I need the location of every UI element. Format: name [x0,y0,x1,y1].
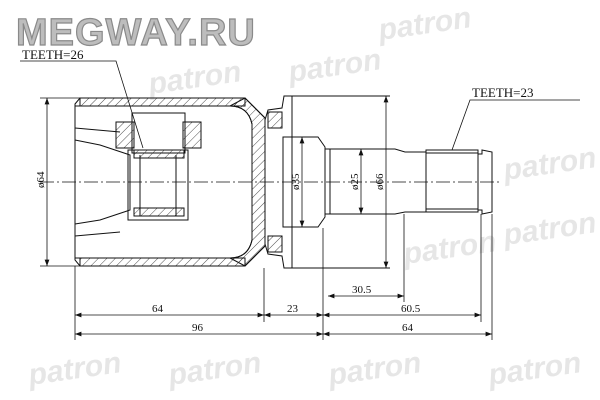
watermarks: patron patron patron patron patron patro… [25,1,598,392]
dim-overall-left: 96 [192,322,204,334]
diameter-dimensions [40,96,389,268]
teeth-left-label: TEETH=26 [22,47,84,62]
leader-lines [20,60,580,151]
flange [264,95,390,269]
watermark-text: patron [375,1,473,47]
dim-housing-length: 64 [152,303,164,315]
brand-logo: MEGWAY.RU [16,12,256,54]
watermark-text: patron [285,43,383,89]
dim-shaft-diameter: ø25 [349,173,361,190]
length-dimensions [74,214,493,340]
dim-housing-diameter: ø64 [35,171,47,188]
teeth-right-label: TEETH=23 [472,85,533,100]
watermark-text: patron [400,225,498,271]
watermark-text: patron [165,346,263,392]
dim-shaft-total: 64 [402,322,414,334]
dim-step-length: 30.5 [352,284,372,296]
roller [115,112,202,221]
watermark-text: patron [500,141,598,187]
outer-housing [74,97,266,267]
watermark-text: patron [25,346,123,392]
dim-flange-length: 23 [287,303,299,315]
watermark-text: patron [485,346,583,392]
dim-flange-diameter: ø66 [374,173,386,190]
dim-groove-length: 60.5 [401,303,421,315]
watermark-text: patron [500,206,598,252]
watermark-text: patron [145,55,243,101]
watermark-text: patron [325,346,423,392]
dim-collar-diameter: ø35 [290,173,302,190]
